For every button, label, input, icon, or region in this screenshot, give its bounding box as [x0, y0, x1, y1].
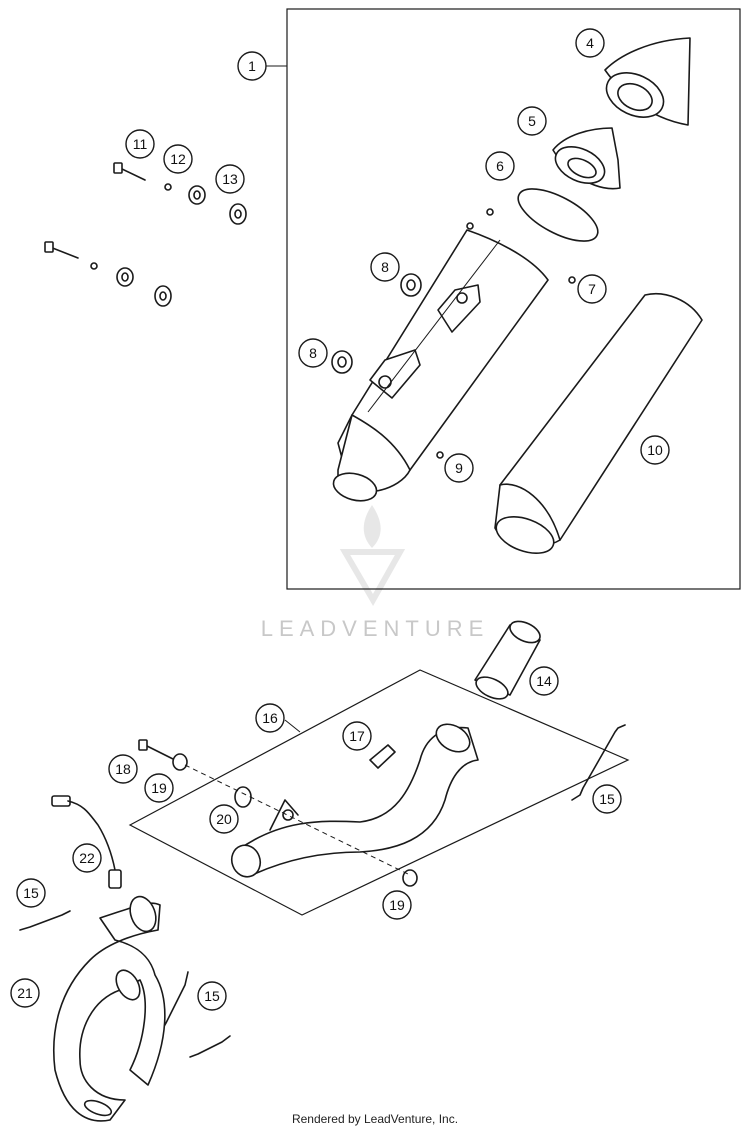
- callout-8: 8: [298, 338, 328, 368]
- callout-18: 18: [108, 754, 138, 784]
- callout-7: 7: [577, 274, 607, 304]
- footer-credit: Rendered by LeadVenture, Inc.: [291, 1112, 459, 1126]
- svg-text:4: 4: [586, 35, 594, 51]
- bolt-washer-part: [138, 739, 418, 887]
- callout-17: 17: [342, 721, 372, 751]
- leader-line: [284, 719, 301, 733]
- svg-text:8: 8: [309, 345, 317, 361]
- svg-text:19: 19: [151, 780, 167, 796]
- callout-22: 22: [72, 843, 102, 873]
- svg-text:18: 18: [115, 761, 131, 777]
- svg-text:6: 6: [496, 158, 504, 174]
- gasket-ring-part: [517, 188, 599, 242]
- callout-19: 19: [382, 890, 412, 920]
- svg-text:9: 9: [455, 460, 463, 476]
- callout-11: 11: [125, 129, 155, 159]
- outer-sleeve-part: [494, 293, 703, 555]
- svg-text:16: 16: [262, 710, 278, 726]
- callout-13: 13: [215, 164, 245, 194]
- callout-9: 9: [444, 453, 474, 483]
- svg-text:19: 19: [389, 897, 405, 913]
- callout-21: 21: [10, 978, 40, 1008]
- callout-15: 15: [592, 784, 622, 814]
- callout-15: 15: [197, 981, 227, 1011]
- inner-cone-part: [552, 127, 621, 190]
- callout-15: 15: [16, 878, 46, 908]
- header-pipe-part: [52, 895, 166, 1122]
- silencer-assembly-frame: [286, 8, 741, 590]
- svg-text:8: 8: [381, 259, 389, 275]
- callout-12: 12: [163, 144, 193, 174]
- watermark-text: LEADVENTURE: [261, 616, 490, 641]
- svg-text:22: 22: [79, 850, 95, 866]
- svg-text:17: 17: [349, 728, 365, 744]
- callout-5: 5: [517, 106, 547, 136]
- manifold-assembly-frame: [128, 669, 630, 916]
- callout-20: 20: [209, 804, 239, 834]
- callout-6: 6: [485, 151, 515, 181]
- assembly-axis: [184, 764, 411, 876]
- manifold-pipe-part: [230, 723, 479, 878]
- svg-text:15: 15: [599, 791, 615, 807]
- callout-4: 4: [575, 28, 605, 58]
- svg-text:11: 11: [133, 136, 148, 152]
- grommet-part: [331, 273, 422, 374]
- svg-text:10: 10: [647, 442, 663, 458]
- watermark-logo: [339, 505, 406, 607]
- svg-text:15: 15: [23, 885, 39, 901]
- callout-14: 14: [529, 666, 559, 696]
- callout-1: 1: [237, 51, 267, 81]
- svg-text:13: 13: [222, 171, 238, 187]
- svg-text:5: 5: [528, 113, 536, 129]
- mount-hardware-part: [44, 162, 247, 307]
- svg-text:14: 14: [536, 673, 552, 689]
- svg-text:15: 15: [204, 988, 220, 1004]
- callout-19: 19: [144, 773, 174, 803]
- silencer-body-part: [332, 208, 576, 502]
- callout-16: 16: [255, 703, 285, 733]
- lambda-sensor-part: [51, 795, 122, 889]
- end-cap-part: [604, 37, 691, 126]
- svg-text:7: 7: [588, 281, 596, 297]
- clip-part: [369, 744, 396, 769]
- spring-part: [19, 724, 626, 1058]
- callout-10: 10: [640, 435, 670, 465]
- svg-text:1: 1: [248, 58, 256, 74]
- rubber-mount-part: [234, 786, 252, 808]
- svg-text:12: 12: [170, 151, 186, 167]
- callout-8: 8: [370, 252, 400, 282]
- connecting-sleeve-part: [474, 620, 541, 700]
- svg-text:21: 21: [17, 985, 33, 1001]
- svg-text:20: 20: [216, 811, 232, 827]
